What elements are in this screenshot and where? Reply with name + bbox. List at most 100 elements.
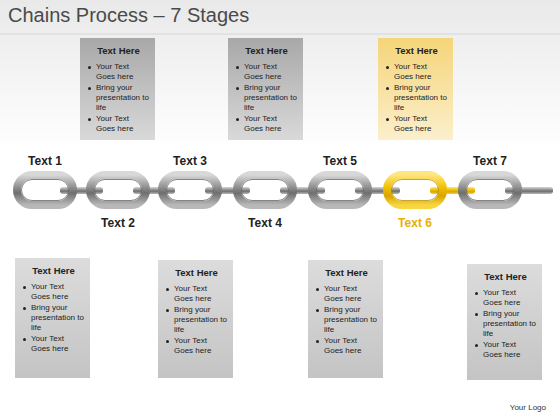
bullet-item: Your Text Goes here (315, 284, 378, 304)
box-heading: Text Here (87, 45, 150, 56)
bullet-dot (236, 66, 239, 69)
bullet-dot (475, 313, 478, 316)
stage-label: Text 3 (138, 154, 242, 168)
chain-rod (430, 187, 475, 194)
chain-rod (355, 187, 400, 194)
bullet-text: Your Text Goes here (483, 288, 537, 308)
text-box: Text HereYour Text Goes hereBring your p… (467, 264, 542, 380)
bullet-text: Your Text Goes here (394, 62, 448, 82)
stage-label: Text 1 (0, 154, 97, 168)
bullet-text: Bring your presentation to life (483, 309, 537, 339)
chain-link: Text 6 (383, 152, 447, 234)
bullet-item: Your Text Goes here (315, 336, 378, 356)
bullet-text: Bring your presentation to life (244, 83, 298, 113)
box-heading: Text Here (385, 45, 448, 56)
bullet-dot (23, 338, 26, 341)
ring-inner-edge (95, 180, 142, 201)
bullet-dot (166, 288, 169, 291)
ring-body (90, 175, 146, 205)
bullet-text: Your Text Goes here (174, 336, 228, 356)
chain-ring (383, 171, 447, 209)
bullet-item: Your Text Goes here (87, 62, 150, 82)
bullet-dot (166, 340, 169, 343)
chain-ring (458, 171, 522, 209)
bullet-text: Your Text Goes here (324, 284, 378, 304)
bullet-item: Bring your presentation to life (165, 305, 228, 335)
chain-rod (60, 187, 103, 194)
ring-body (162, 175, 218, 205)
background-fade (0, 0, 560, 150)
chain-link: Text 5 (308, 152, 372, 234)
bullet-item: Bring your presentation to life (315, 305, 378, 335)
bullet-text: Your Text Goes here (31, 282, 85, 302)
bullet-text: Bring your presentation to life (96, 83, 150, 113)
bullet-dot (386, 118, 389, 121)
bullet-item: Bring your presentation to life (22, 303, 85, 333)
ring-body (17, 175, 73, 205)
ring-body (387, 175, 443, 205)
bullet-item: Your Text Goes here (474, 340, 537, 360)
bullet-text: Your Text Goes here (244, 114, 298, 134)
chain-rod (133, 187, 175, 194)
bullet-item: Bring your presentation to life (87, 83, 150, 113)
bullet-item: Your Text Goes here (165, 284, 228, 304)
bullet-dot (236, 87, 239, 90)
box-heading: Text Here (165, 267, 228, 278)
bullet-item: Your Text Goes here (87, 114, 150, 134)
chain-ring (158, 171, 222, 209)
ring-inner-edge (167, 180, 214, 201)
stage-label: Text 6 (363, 216, 467, 230)
bullet-item: Your Text Goes here (22, 334, 85, 354)
text-box: Text HereYour Text Goes hereBring your p… (80, 38, 155, 140)
box-heading: Text Here (22, 265, 85, 276)
ring-body (312, 175, 368, 205)
bullet-dot (386, 87, 389, 90)
bullet-item: Your Text Goes here (385, 114, 448, 134)
bullet-dot (88, 118, 91, 121)
chain-link: Text 3 (158, 152, 222, 234)
bullet-dot (88, 66, 91, 69)
bullet-item: Bring your presentation to life (385, 83, 448, 113)
bullet-item: Your Text Goes here (235, 62, 298, 82)
bullet-text: Your Text Goes here (324, 336, 378, 356)
bullet-item: Your Text Goes here (474, 288, 537, 308)
title-rule (0, 34, 560, 35)
chain-link: Text 1 (13, 152, 77, 234)
bullet-text: Your Text Goes here (31, 334, 85, 354)
bullet-text: Your Text Goes here (96, 114, 150, 134)
bullet-item: Bring your presentation to life (235, 83, 298, 113)
bullet-item: Your Text Goes here (165, 336, 228, 356)
text-box: Text HereYour Text Goes hereBring your p… (15, 258, 90, 378)
stage-label: Text 5 (288, 154, 392, 168)
box-heading: Text Here (315, 267, 378, 278)
bullet-dot (88, 87, 91, 90)
bullet-text: Your Text Goes here (244, 62, 298, 82)
bullet-dot (316, 288, 319, 291)
bullet-dot (475, 344, 478, 347)
bullet-text: Bring your presentation to life (31, 303, 85, 333)
chain-ring (13, 171, 77, 209)
bullet-dot (316, 340, 319, 343)
chain-link: Text 7 (458, 152, 522, 234)
bullet-text: Your Text Goes here (174, 284, 228, 304)
bullet-item: Bring your presentation to life (474, 309, 537, 339)
bullet-dot (386, 66, 389, 69)
bullet-dot (23, 286, 26, 289)
chain-rod (280, 187, 325, 194)
bullet-dot (475, 292, 478, 295)
bullet-item: Your Text Goes here (235, 114, 298, 134)
bullet-text: Your Text Goes here (483, 340, 537, 360)
logo-text: Your Logo (510, 403, 546, 412)
bullet-dot (166, 309, 169, 312)
chain-rods (60, 187, 553, 194)
bullet-item: Your Text Goes here (385, 62, 448, 82)
text-box: Text HereYour Text Goes hereBring your p… (228, 38, 303, 140)
box-heading: Text Here (235, 45, 298, 56)
chain-rod (505, 187, 553, 194)
diagram-title: Chains Process – 7 Stages (8, 4, 249, 27)
ring-body (462, 175, 518, 205)
bullet-text: Bring your presentation to life (174, 305, 228, 335)
chain-ring (308, 171, 372, 209)
text-box: Text HereYour Text Goes hereBring your p… (308, 260, 383, 378)
ring-inner-edge (22, 180, 69, 201)
